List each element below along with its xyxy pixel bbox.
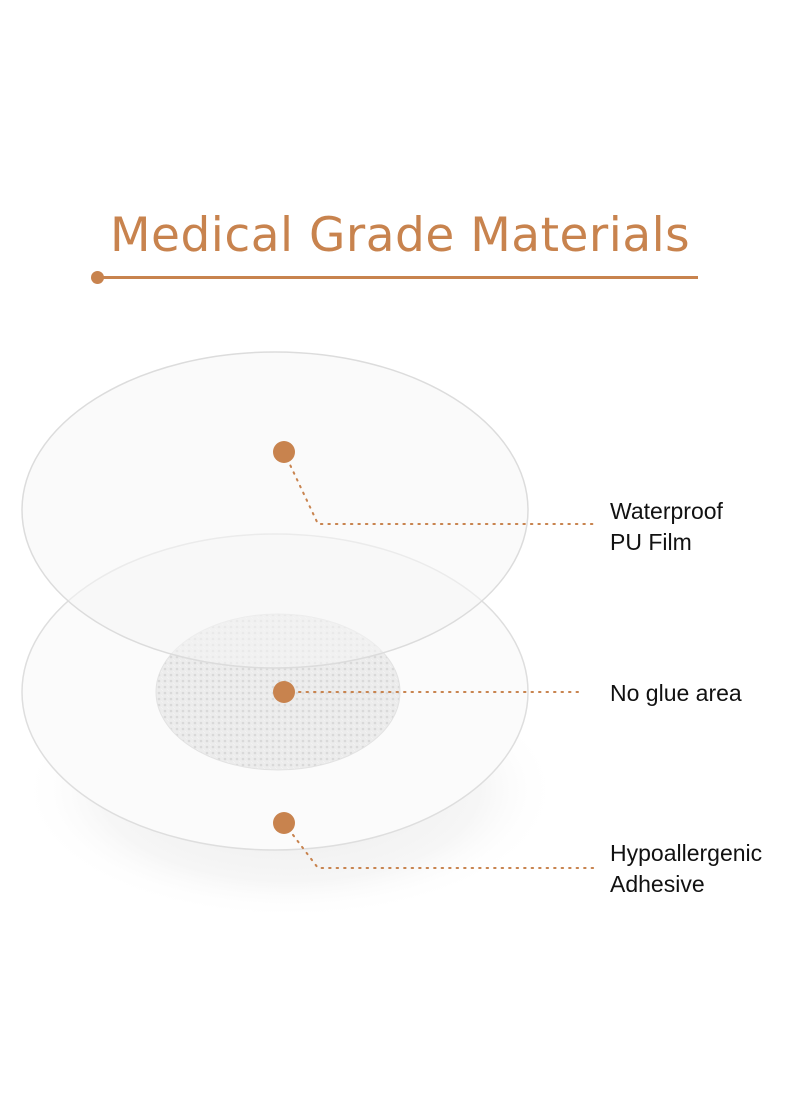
film-callout-dot <box>273 441 295 463</box>
adhesive-callout-line <box>283 822 597 869</box>
label-hypoallergenic-adhesive: Hypoallergenic Adhesive <box>610 838 762 900</box>
adhesive-callout-dot <box>273 812 295 834</box>
label-no-glue-line1: No glue area <box>610 680 742 706</box>
no-glue-callout-dot <box>273 681 295 703</box>
page-title: Medical Grade Materials <box>110 208 691 263</box>
label-no-glue-area: No glue area <box>610 678 742 709</box>
title-underline-dot <box>91 271 104 284</box>
title-underline <box>96 276 698 279</box>
label-film-line1: Waterproof <box>610 498 723 524</box>
label-film-line2: PU Film <box>610 529 692 555</box>
film-callout-line <box>283 451 597 525</box>
label-adhesive-line1: Hypoallergenic <box>610 840 763 866</box>
label-waterproof-pu-film: Waterproof PU Film <box>610 496 723 558</box>
pu-film-layer <box>21 351 529 669</box>
label-adhesive-line2: Adhesive <box>610 871 705 897</box>
